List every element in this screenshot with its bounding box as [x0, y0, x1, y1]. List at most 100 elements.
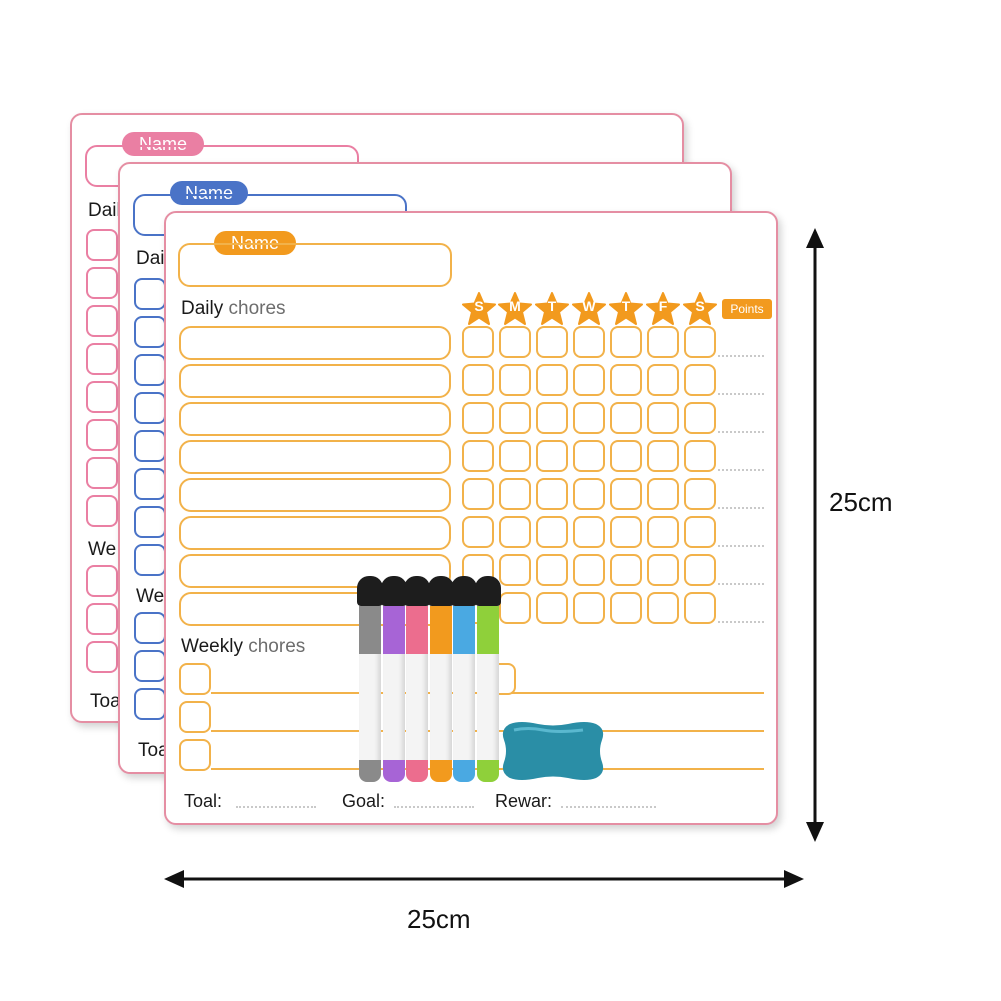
checkbox [86, 641, 118, 673]
checkbox [499, 592, 531, 624]
checkbox [610, 516, 642, 548]
checkbox [536, 516, 568, 548]
points-line [718, 507, 764, 509]
checkbox [462, 516, 494, 548]
weekly-checkbox [179, 663, 211, 695]
checkbox [462, 326, 494, 358]
total-label-pink: Toa [90, 691, 121, 712]
total-label-blue: Toa [138, 740, 169, 761]
height-label: 25cm [829, 487, 893, 517]
checkbox [134, 430, 166, 462]
marker-orange [428, 576, 454, 782]
checkbox [684, 402, 716, 434]
front-board: Name Daily chores S M T W T F S Points [164, 211, 778, 825]
checkbox [536, 402, 568, 434]
checkbox [134, 278, 166, 310]
marker-green [475, 576, 501, 782]
weekly-label-strong: Weekly [181, 636, 243, 657]
chore-box [179, 592, 451, 626]
daily-chores-label: Daily chores [181, 298, 286, 320]
checkbox [610, 592, 642, 624]
reward-line [561, 806, 656, 808]
checkbox [573, 592, 605, 624]
checkbox [86, 495, 118, 527]
checkbox [134, 468, 166, 500]
checkbox [462, 402, 494, 434]
width-arrow [164, 870, 804, 888]
marker-tip [383, 760, 405, 782]
checkbox [86, 565, 118, 597]
day-star-wednesday: W [572, 292, 606, 326]
marker-band [477, 606, 499, 654]
checkbox [610, 326, 642, 358]
checkbox [684, 440, 716, 472]
daily-label-light: chores [228, 298, 286, 319]
points-line [718, 583, 764, 585]
chore-box [179, 326, 451, 360]
day-star-tuesday: T [535, 292, 569, 326]
checkbox [536, 364, 568, 396]
chore-box [179, 402, 451, 436]
marker-cap [428, 576, 454, 606]
day-letter: T [621, 298, 631, 314]
day-star-saturday: S [683, 292, 717, 326]
checkbox [499, 364, 531, 396]
total-line [236, 806, 316, 808]
checkbox [684, 516, 716, 548]
points-line [718, 355, 764, 357]
weekly-checkbox [179, 739, 211, 771]
checkbox [134, 316, 166, 348]
checkbox [86, 305, 118, 337]
checkbox [499, 554, 531, 586]
checkbox [573, 326, 605, 358]
checkbox [499, 516, 531, 548]
checkbox [573, 478, 605, 510]
name-tag-blue: Name [170, 181, 248, 205]
day-letter: T [547, 298, 557, 314]
checkbox [573, 402, 605, 434]
marker-cap [357, 576, 383, 606]
marker-cap [381, 576, 407, 606]
checkbox [499, 326, 531, 358]
checkbox [647, 554, 679, 586]
marker-band [359, 606, 381, 654]
daily-label-strong: Daily [181, 298, 224, 319]
checkbox [647, 478, 679, 510]
marker-band [430, 606, 452, 654]
weekly-label-blue: We [136, 586, 165, 607]
goal-line [394, 806, 474, 808]
checkbox [647, 364, 679, 396]
goal-label: Goal: [342, 791, 386, 811]
checkbox [610, 402, 642, 434]
checkbox [499, 440, 531, 472]
marker-tip [477, 760, 499, 782]
reward-label: Rewar: [495, 791, 553, 811]
marker-pink [404, 576, 430, 782]
chore-box [179, 478, 451, 512]
marker-band [383, 606, 405, 654]
checkbox [684, 592, 716, 624]
checkbox [134, 506, 166, 538]
checkbox [610, 364, 642, 396]
checkbox [499, 478, 531, 510]
day-star-monday: M [498, 292, 532, 326]
day-star-friday: F [646, 292, 680, 326]
checkbox [86, 457, 118, 489]
checkbox [684, 364, 716, 396]
day-letter: S [474, 298, 484, 314]
checkbox [86, 419, 118, 451]
day-letter: W [582, 298, 596, 314]
checkbox [86, 229, 118, 261]
checkbox [573, 440, 605, 472]
checkbox [610, 440, 642, 472]
marker-tip [406, 760, 428, 782]
checkbox [134, 392, 166, 424]
marker-cap [475, 576, 501, 606]
weekly-checkbox [179, 701, 211, 733]
checkbox [684, 326, 716, 358]
name-tag-pink: Name [122, 132, 204, 156]
checkbox [134, 688, 166, 720]
checkbox [536, 592, 568, 624]
checkbox [536, 478, 568, 510]
checkbox [86, 381, 118, 413]
